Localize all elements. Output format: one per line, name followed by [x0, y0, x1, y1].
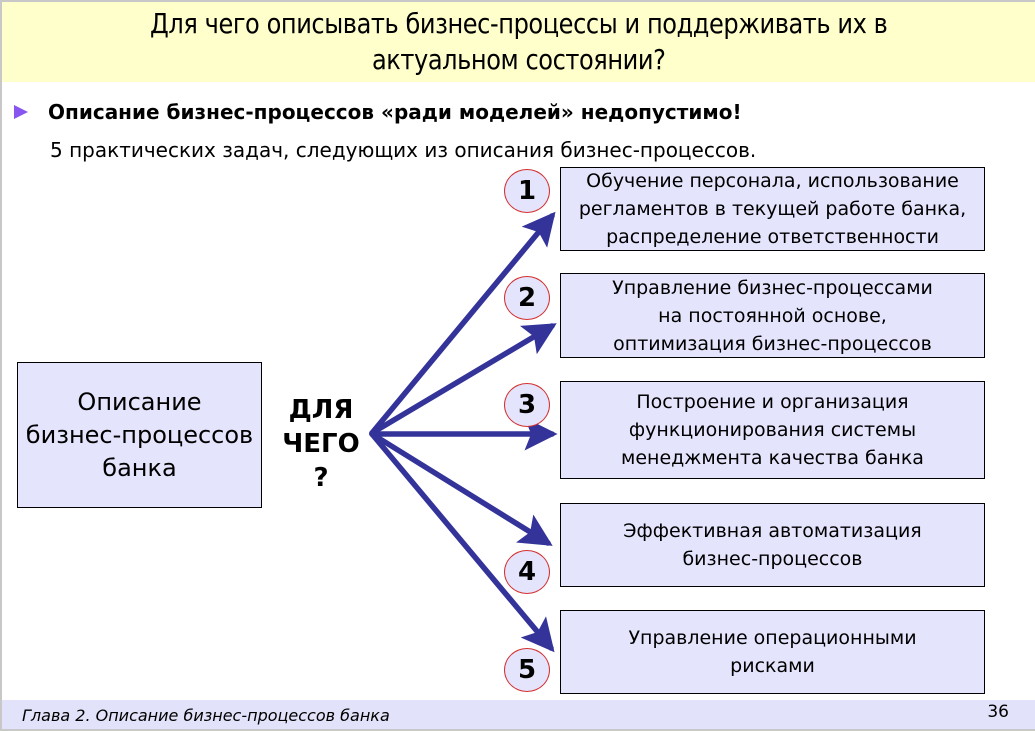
task-box-2: Управление бизнес-процессами на постоянн…: [560, 273, 985, 358]
number-badge-4: 4: [504, 550, 550, 594]
bullet-row: Описание бизнес-процессов «ради моделей»…: [14, 100, 742, 124]
number-badge-2: 2: [504, 276, 550, 320]
footer: Глава 2. Описание бизнес-процессов банка…: [2, 700, 1035, 731]
subtitle: 5 практических задач, следующих из описа…: [50, 138, 757, 162]
arrow-2: [369, 323, 557, 436]
why-label: ДЛЯ ЧЕГО ?: [282, 395, 360, 493]
triangle-bullet-icon: [14, 105, 28, 119]
page-number: 36: [987, 702, 1009, 722]
task-box-3: Построение и организация функционировани…: [560, 381, 985, 479]
arrow-4: [369, 431, 553, 546]
title-bar: Для чего описывать бизнес-процессы и под…: [2, 2, 1035, 82]
number-badge-5: 5: [504, 648, 550, 692]
task-box-1: Обучение персонала, использование реглам…: [560, 167, 985, 251]
bullet-text: Описание бизнес-процессов «ради моделей»…: [48, 100, 742, 124]
slide-title: Для чего описывать бизнес-процессы и под…: [149, 7, 888, 76]
source-box: Описание бизнес-процессов банка: [17, 362, 262, 508]
number-badge-1: 1: [504, 169, 550, 213]
task-box-5: Управление операционными рисками: [560, 610, 985, 694]
chapter-label: Глава 2. Описание бизнес-процессов банка: [22, 706, 390, 725]
number-badge-3: 3: [504, 383, 550, 427]
arrow-1: [369, 211, 556, 436]
task-box-4: Эффективная автоматизация бизнес-процесс…: [560, 503, 985, 587]
arrow-5: [369, 431, 555, 653]
